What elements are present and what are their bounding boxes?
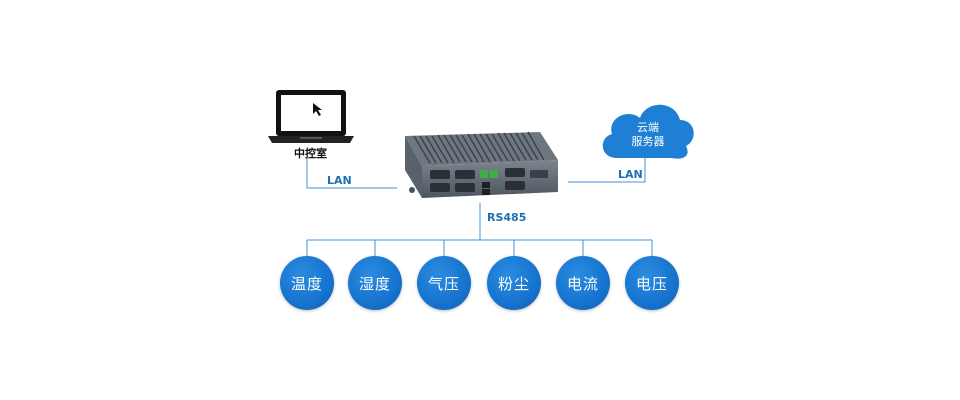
sensor-node-pressure: 气压 [417,256,471,310]
sensor-node-humidity: 湿度 [348,256,402,310]
lan-label-left: LAN [327,174,352,187]
lan-link-right [568,155,646,183]
lan-label-right: LAN [618,168,643,181]
lan-link-left [306,158,397,189]
sensor-node-temperature: 温度 [280,256,334,310]
cloud-server-label: 云端 服务器 [618,121,678,149]
industrial-computer-icon [405,131,558,198]
cloud-label-line1: 云端 [637,121,659,134]
rs485-label: RS485 [487,211,527,224]
laptop-icon [268,90,354,143]
sensor-node-dust: 粉尘 [487,256,541,310]
cloud-icon [602,104,694,159]
sensor-node-current: 电流 [556,256,610,310]
cloud-label-line2: 服务器 [631,135,665,148]
control-room-label: 中控室 [294,147,327,160]
sensor-node-voltage: 电压 [625,256,679,310]
cursor-icon [313,103,322,116]
connection-lines [306,155,653,258]
